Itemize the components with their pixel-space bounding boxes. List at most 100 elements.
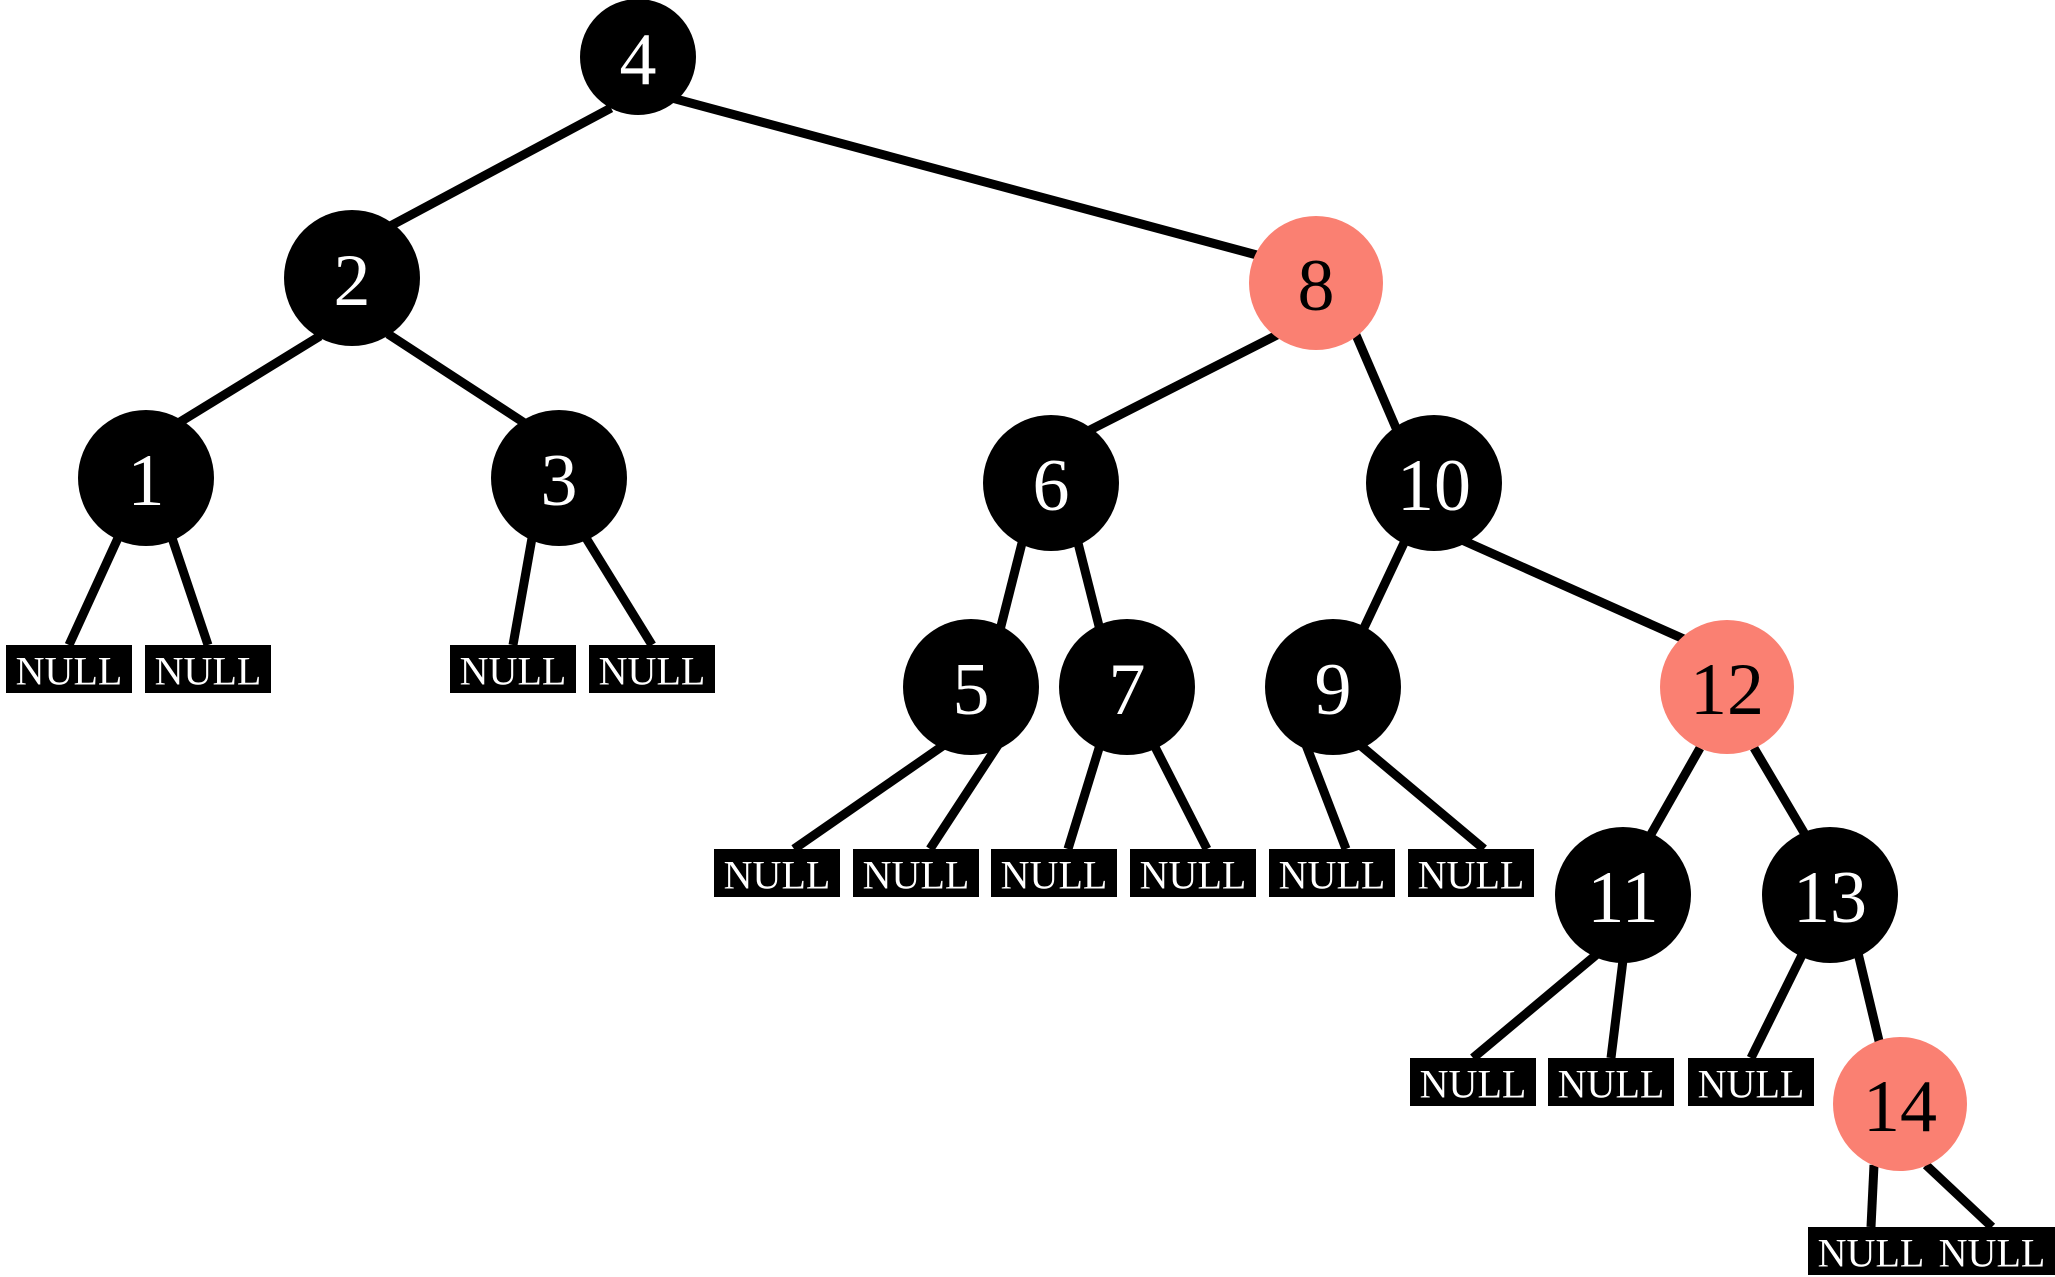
null-leaf-box — [991, 849, 1117, 897]
tree-edge — [1606, 959, 1628, 1059]
null-leaf: NULL — [714, 849, 840, 898]
null-leaf-box — [1548, 1058, 1674, 1106]
tree-node-10: 10 — [1366, 415, 1502, 551]
node-label: 6 — [1033, 445, 1070, 527]
null-leaf-box — [853, 849, 979, 897]
null-leaf: NULL — [1410, 1058, 1536, 1107]
null-leaf: NULL — [853, 849, 979, 898]
tree-node-7: 7 — [1059, 619, 1195, 755]
null-leaf: NULL — [145, 645, 271, 694]
null-leaf-box — [1929, 1227, 2055, 1275]
tree-node-14: 14 — [1833, 1037, 1967, 1171]
tree-edge — [1853, 951, 1885, 1047]
null-leaf-label: NULL — [1279, 853, 1386, 898]
tree-node-2: 2 — [284, 210, 420, 346]
tree-edge — [1646, 745, 1704, 839]
tree-node-1: 1 — [78, 410, 214, 546]
tree-edge — [1063, 743, 1105, 851]
node-label: 11 — [1587, 857, 1658, 939]
tree-edge — [64, 536, 123, 647]
null-leaf-label: NULL — [1140, 853, 1247, 898]
node-circle — [284, 210, 420, 346]
tree-edge — [1746, 953, 1807, 1060]
null-leaf: NULL — [1808, 1227, 1934, 1276]
tree-edge — [177, 332, 323, 426]
tree-edge — [670, 93, 1270, 263]
node-circle — [903, 619, 1039, 755]
node-circle — [983, 415, 1119, 551]
tree-node-9: 9 — [1265, 619, 1401, 755]
node-label: 4 — [620, 19, 657, 101]
null-leaf: NULL — [991, 849, 1117, 898]
node-circle — [1555, 827, 1691, 963]
node-label: 1 — [128, 440, 165, 522]
null-leaf-label: NULL — [1939, 1231, 2046, 1276]
node-label: 3 — [541, 440, 578, 522]
tree-node-8: 8 — [1249, 216, 1383, 350]
null-leaf-box — [1130, 849, 1256, 897]
null-leaf-box — [589, 645, 715, 693]
null-leaf-box — [6, 645, 132, 693]
tree-edge — [926, 742, 1002, 852]
node-circle — [1366, 415, 1502, 551]
edges-layer — [64, 93, 1996, 1231]
null-leaf-box — [1408, 849, 1534, 897]
null-leaf-label: NULL — [460, 649, 567, 694]
tree-edge — [995, 541, 1027, 632]
null-leaf-label: NULL — [16, 649, 123, 694]
null-leaf: NULL — [1929, 1227, 2055, 1276]
node-label: 8 — [1298, 245, 1335, 327]
node-label: 9 — [1315, 649, 1352, 731]
node-label: 12 — [1690, 649, 1764, 731]
null-leaf-label: NULL — [599, 649, 706, 694]
tree-edge — [508, 537, 537, 646]
null-leaf-label: NULL — [155, 649, 262, 694]
null-leaf-label: NULL — [724, 853, 831, 898]
null-leaf: NULL — [589, 645, 715, 694]
null-leaf-box — [1269, 849, 1395, 897]
node-label: 10 — [1397, 445, 1471, 527]
tree-edge — [1351, 333, 1401, 430]
tree-edge — [376, 104, 614, 236]
node-label: 14 — [1863, 1066, 1937, 1148]
null-leaf-label: NULL — [1420, 1062, 1527, 1107]
node-circle — [1660, 620, 1794, 754]
null-leaf-label: NULL — [1698, 1062, 1805, 1107]
tree-edge — [1866, 1164, 1879, 1228]
tree-edge — [791, 741, 947, 853]
null-leaf-box — [1688, 1058, 1814, 1106]
tree-edge — [1301, 743, 1351, 851]
tree-node-6: 6 — [983, 415, 1119, 551]
tree-edge — [385, 330, 529, 428]
tree-edge — [1750, 745, 1810, 839]
node-label: 2 — [334, 240, 371, 322]
null-leaf: NULL — [6, 645, 132, 694]
node-circle — [1833, 1037, 1967, 1171]
null-leaf-label: NULL — [1001, 853, 1108, 898]
node-circle — [1265, 619, 1401, 755]
null-leaf: NULL — [1688, 1058, 1814, 1107]
tree-node-5: 5 — [903, 619, 1039, 755]
null-leaf: NULL — [1130, 849, 1256, 898]
tree-edge — [1470, 951, 1599, 1062]
tree-edge — [1358, 541, 1409, 632]
node-circle — [1762, 827, 1898, 963]
tree-edge — [1149, 742, 1212, 852]
null-leaf-box — [450, 645, 576, 693]
null-leaf-box — [714, 849, 840, 897]
tree-edge — [582, 535, 656, 648]
node-circle — [78, 410, 214, 546]
null-leaf: NULL — [1548, 1058, 1674, 1107]
node-circle — [1249, 216, 1383, 350]
tree-edge — [1073, 541, 1105, 632]
null-leaf: NULL — [1408, 849, 1534, 898]
null-leaf-box — [1410, 1058, 1536, 1106]
node-circle — [580, 0, 696, 115]
tree-node-13: 13 — [1762, 827, 1898, 963]
tree-edge — [1087, 330, 1280, 435]
tree-node-4: 4 — [580, 0, 696, 115]
